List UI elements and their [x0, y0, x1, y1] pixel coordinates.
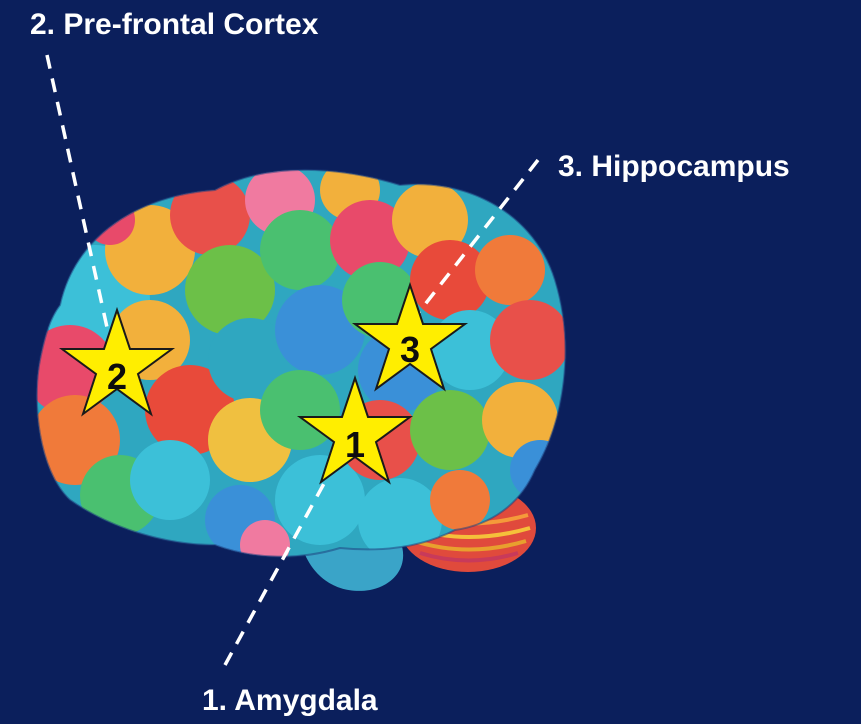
label-hippocampus: 3. Hippocampus	[558, 152, 790, 182]
star-3-number: 3	[400, 329, 420, 370]
label-prefrontal-cortex: 2. Pre-frontal Cortex	[30, 10, 318, 40]
star-2-number: 2	[107, 356, 127, 397]
label-amygdala: 1. Amygdala	[202, 686, 378, 716]
star-1-number: 1	[345, 424, 365, 465]
